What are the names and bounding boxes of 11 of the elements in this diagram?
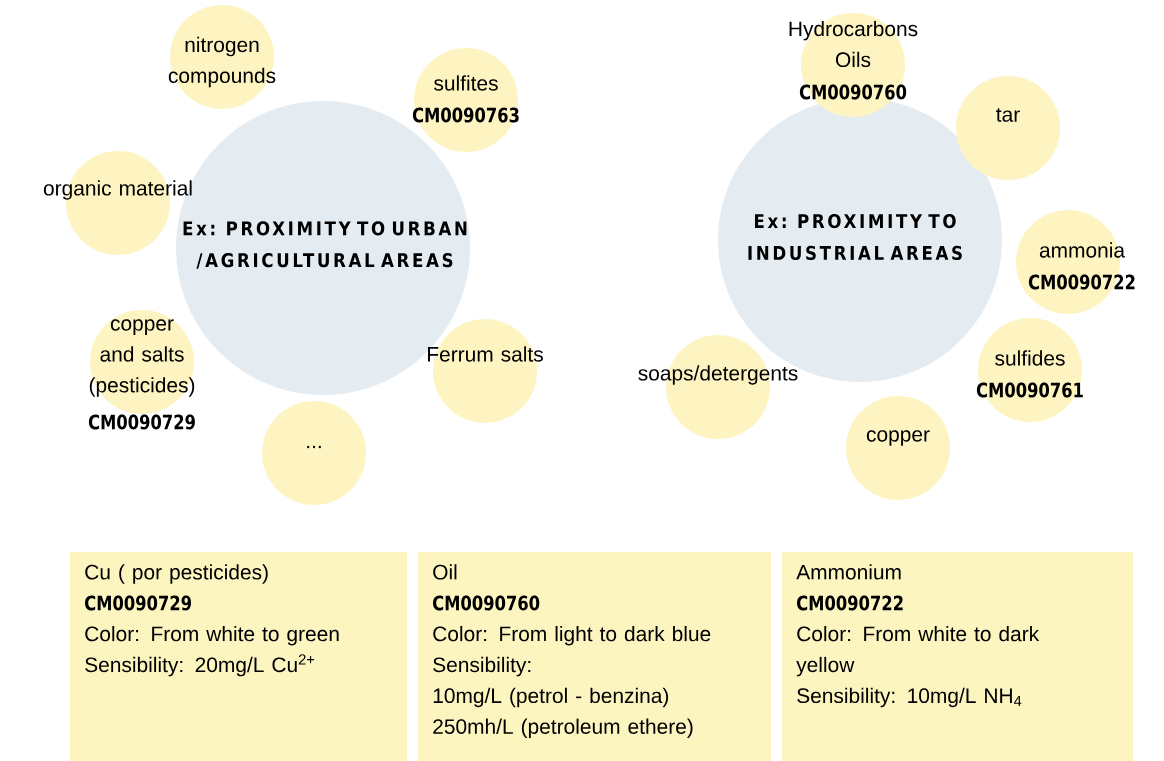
info-box: Cu ( por pesticides) CM0090729 Color: From white to green Sensibility: 20mg/L Cu$^{2+}$ (70, 552, 407, 761)
node-label: CM0090729 (88, 414, 195, 430)
bubble: sulfites CM0090763 (412, 48, 519, 152)
bubble: ... (262, 401, 366, 505)
bubble: sulfides CM0090761 (976, 318, 1083, 422)
bubble: copper (846, 396, 950, 500)
bubble: nitrogen compounds (168, 5, 276, 109)
bubble: tar (956, 76, 1060, 180)
info-box: Ammonium CM0090722 Color: From white to dark yellow Sensibility: 10mg/L NH$_{4}$ (782, 552, 1133, 761)
bubble: ammonia CM0090722 (1016, 210, 1135, 314)
info-box: Oil CM0090760 Color: From light to dark blue Sensibility: 10mg/L (petrol - benzina) 250mh/L (petroleum ethere) (418, 552, 771, 761)
